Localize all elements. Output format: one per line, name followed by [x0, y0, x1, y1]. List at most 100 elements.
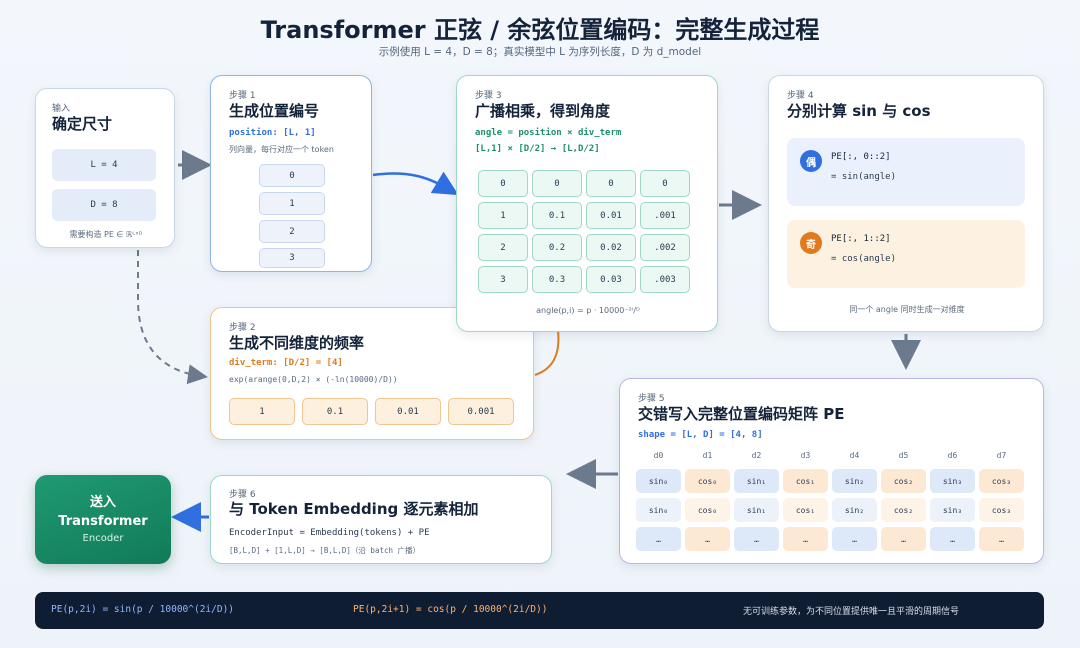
pe-column-header: d4 [849, 451, 860, 460]
step6-code: EncoderInput = Embedding(tokens) + PE [229, 528, 430, 538]
angle-cell: 0.01 [586, 202, 636, 229]
pe-cell-cos: … [685, 527, 730, 551]
step2-formula: exp(arange(0,D,2) × (-ln(10000)/D)) [229, 375, 398, 384]
footer-note: 无可训练参数，为不同位置提供唯一且平滑的周期信号 [743, 607, 960, 617]
pe-matrix-row: sin₀ cos₀ sin₁ cos₁ sin₂ cos₂ sin₃ cos₃ [636, 469, 1028, 493]
step6-title: 与 Token Embedding 逐元素相加 [229, 500, 479, 518]
pe-cell-sin: sin₂ [832, 498, 877, 522]
pe-cell-cos: cos₃ [979, 469, 1024, 493]
step1-card: 步骤 1 生成位置编号 position: [L, 1] 列向量，每行对应一个 … [210, 75, 372, 272]
angle-cell: 0.3 [532, 266, 582, 293]
angle-cell: 0.1 [532, 202, 582, 229]
position-cell: 0 [259, 164, 325, 187]
input-title: 确定尺寸 [52, 115, 113, 133]
step5-card: 步骤 5 交错写入完整位置编码矩阵 PE shape = [L, D] = [4… [619, 378, 1044, 564]
step4-card: 步骤 4 分别计算 sin 与 cos 偶 PE[:, 0::2] = sin(… [768, 75, 1044, 332]
step3-card: 步骤 3 广播相乘，得到角度 angle = position × div_te… [456, 75, 718, 332]
pe-cell-sin: sin₀ [636, 498, 681, 522]
pe-cell-cos: … [783, 527, 828, 551]
pe-cell-sin: sin₁ [734, 498, 779, 522]
formula-footer: PE(p,2i) = sin(p / 10000^(2i/D)) PE(p,2i… [35, 592, 1044, 629]
step5-title: 交错写入完整位置编码矩阵 PE [638, 405, 845, 423]
step1-title: 生成位置编号 [229, 102, 320, 120]
position-cell: 1 [259, 192, 325, 215]
odd-func-code: = cos(angle) [831, 254, 897, 264]
pe-cell-cos: … [979, 527, 1024, 551]
step6-card: 步骤 6 与 Token Embedding 逐元素相加 EncoderInpu… [210, 475, 552, 564]
pe-cell-sin: sin₁ [734, 469, 779, 493]
step5-code: shape = [L, D] = [4, 8] [638, 430, 763, 440]
angle-cell: 0 [478, 170, 528, 197]
angle-cell: 3 [478, 266, 528, 293]
input-card: 输入 确定尺寸 L = 4 D = 8 需要构造 PE ∈ ℝᴸˣᴰ [35, 88, 175, 248]
even-slice-code: PE[:, 0::2] [831, 152, 891, 162]
pe-cell-sin: … [930, 527, 975, 551]
step3-label: 步骤 3 [475, 91, 502, 101]
pe-cell-sin: sin₃ [930, 469, 975, 493]
step3-title: 广播相乘，得到角度 [475, 102, 611, 120]
step2-code: div_term: [D/2] = [4] [229, 358, 343, 368]
step2-label: 步骤 2 [229, 323, 256, 333]
pe-cell-cos: … [881, 527, 926, 551]
pe-matrix: d0 d1 d2 d3 d4 d5 d6 d7 sin₀ cos₀ sin₁ c… [636, 451, 1028, 555]
even-badge: 偶 [800, 150, 822, 172]
pe-cell-sin: … [832, 527, 877, 551]
step6-note: [B,L,D] + [1,L,D] → [B,L,D]（沿 batch 广播） [229, 546, 421, 555]
angle-cell: 0.02 [586, 234, 636, 261]
angle-cell: 0 [532, 170, 582, 197]
pe-column-header: d5 [898, 451, 909, 460]
frequency-cell: 0.01 [375, 398, 441, 425]
formula-cos: PE(p,2i+1) = cos(p / 10000^(2i/D)) [353, 604, 548, 615]
pe-cell-cos: cos₀ [685, 498, 730, 522]
pe-column-header: d3 [800, 451, 811, 460]
odd-badge: 奇 [800, 232, 822, 254]
pe-matrix-row: sin₀ cos₀ sin₁ cos₁ sin₂ cos₂ sin₃ cos₃ [636, 498, 1028, 522]
pe-cell-cos: cos₃ [979, 498, 1024, 522]
output-line-encoder: Encoder [82, 533, 124, 544]
step3-code-shape: [L,1] × [D/2] → [L,D/2] [475, 144, 600, 154]
angle-cell: 0 [640, 170, 690, 197]
pe-cell-cos: cos₁ [783, 498, 828, 522]
angle-cell: 0.03 [586, 266, 636, 293]
encoder-output-card: 送入 Transformer Encoder [35, 475, 171, 564]
angle-cell: .001 [640, 202, 690, 229]
frequency-cell: 0.001 [448, 398, 514, 425]
angle-cell: 0 [586, 170, 636, 197]
input-note: 需要构造 PE ∈ ℝᴸˣᴰ [69, 230, 143, 239]
step4-title: 分别计算 sin 与 cos [787, 102, 931, 120]
pe-cell-cos: cos₂ [881, 498, 926, 522]
pe-cell-cos: cos₂ [881, 469, 926, 493]
formula-sin: PE(p,2i) = sin(p / 10000^(2i/D)) [51, 604, 235, 615]
step4-note: 同一个 angle 同时生成一对维度 [849, 305, 965, 314]
position-cell: 3 [259, 248, 325, 268]
step2-card: 步骤 2 生成不同维度的频率 div_term: [D/2] = [4] exp… [210, 307, 534, 440]
pe-matrix-header: d0 d1 d2 d3 d4 d5 d6 d7 [636, 451, 1028, 465]
step5-label: 步骤 5 [638, 394, 665, 404]
output-line-transformer: Transformer [58, 514, 148, 529]
angle-cell: .003 [640, 266, 690, 293]
pe-cell-cos: cos₁ [783, 469, 828, 493]
step6-label: 步骤 6 [229, 490, 256, 500]
step4-label: 步骤 4 [787, 91, 814, 101]
input-step-label: 输入 [52, 104, 71, 114]
page-subtitle: 示例使用 L = 4，D = 8；真实模型中 L 为序列长度，D 为 d_mod… [378, 46, 702, 58]
step1-note: 列向量，每行对应一个 token [229, 145, 334, 154]
pe-column-header: d0 [653, 451, 664, 460]
step1-label: 步骤 1 [229, 91, 256, 101]
pe-column-header: d6 [947, 451, 958, 460]
length-value: L = 4 [52, 149, 156, 181]
step2-title: 生成不同维度的频率 [229, 334, 365, 352]
step3-note: angle(p,i) = p · 10000⁻²ⁱ/ᴰ [536, 306, 640, 315]
angle-cell: 2 [478, 234, 528, 261]
frequency-cell: 1 [229, 398, 295, 425]
dimension-value: D = 8 [52, 189, 156, 221]
odd-dims-panel: 奇 PE[:, 1::2] = cos(angle) [787, 220, 1025, 288]
pe-column-header: d1 [702, 451, 713, 460]
angle-cell: 1 [478, 202, 528, 229]
even-func-code: = sin(angle) [831, 172, 897, 182]
pe-column-header: d7 [996, 451, 1007, 460]
pe-cell-sin: sin₂ [832, 469, 877, 493]
pe-cell-sin: sin₀ [636, 469, 681, 493]
angle-cell: 0.2 [532, 234, 582, 261]
page-title: Transformer 正弦 / 余弦位置编码：完整生成过程 [260, 16, 820, 44]
